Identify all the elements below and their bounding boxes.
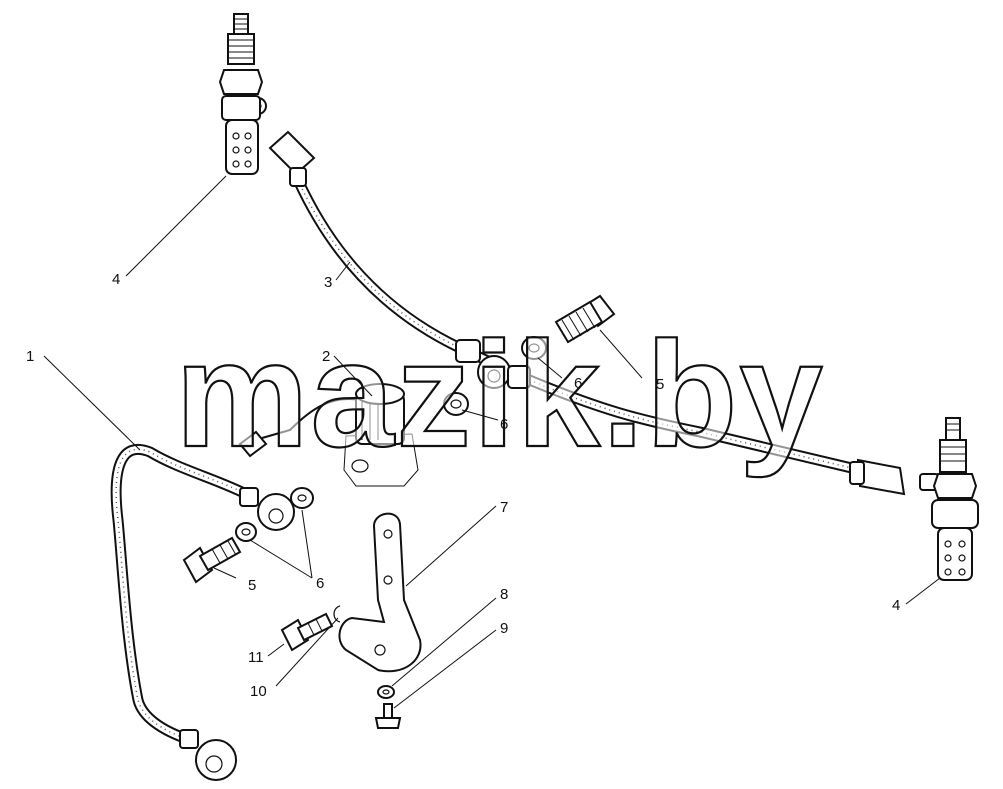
callout-8: 8 [500,586,508,603]
fuel-pipe-1 [110,443,295,781]
callout-6-upper: 6 [574,375,582,392]
callout-7: 7 [500,499,508,516]
callout-5-upper: 5 [656,376,664,393]
callout-5-lower: 5 [248,577,256,594]
callout-2: 2 [322,348,330,365]
callout-4-top-left: 4 [112,271,120,288]
callout-1: 1 [26,348,34,365]
callout-9: 9 [500,620,508,637]
callout-11: 11 [248,649,264,666]
callout-3: 3 [324,274,332,291]
washer-middle [443,392,469,416]
banjo-bolt-upper [554,294,616,344]
washer-lower-left-b [290,487,314,509]
washer-8 [377,685,395,699]
bracket-7 [338,512,422,673]
spring-washer-10 [333,605,341,623]
callout-10: 10 [250,683,267,700]
washer-lower-left-a [235,522,257,542]
injector-right [919,417,979,581]
callout-4-right: 4 [892,597,900,614]
callout-6-lower: 6 [316,575,324,592]
leader-lines [43,175,941,709]
washer-upper-right [521,336,547,360]
callout-6-middle: 6 [500,416,508,433]
sensor-2 [238,383,419,487]
banjo-bolt-lower [182,536,242,584]
bolt-11 [280,612,334,652]
watermark-text: mazik.by [175,310,825,478]
injector-top-left [218,13,267,175]
screw-9 [374,703,402,729]
return-pipe-3 [268,130,906,496]
